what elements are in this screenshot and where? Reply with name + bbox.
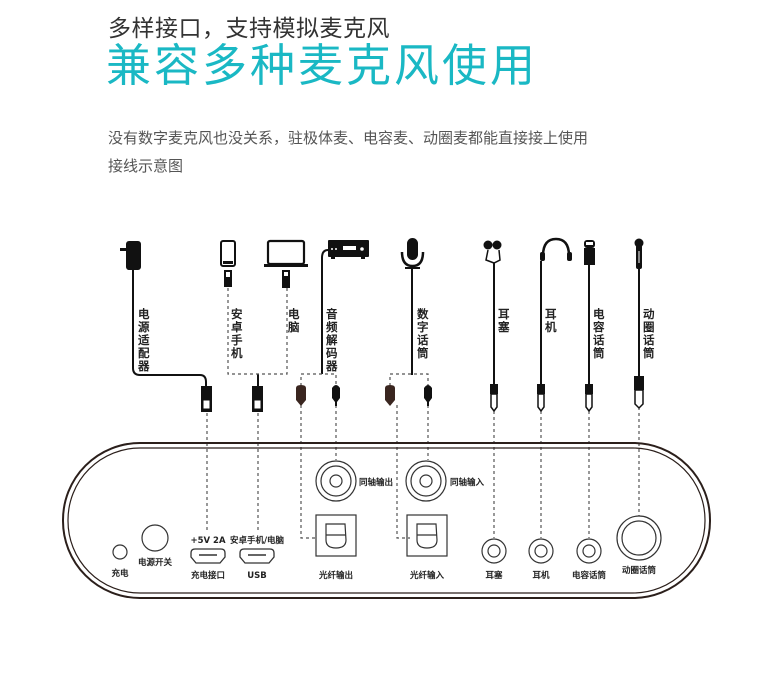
device-label-power-adapter: 电源适配器 [137,307,150,373]
optical-in-port[interactable] [406,514,448,557]
page-title: 兼容多种麦克风使用 [106,39,539,92]
headphones-icon [540,237,572,261]
earbuds-icon [483,240,502,264]
dynamic-mic-icon [634,238,644,269]
device-label-computer: 电脑 [288,307,300,334]
coax-plug-icon [424,385,432,406]
coax-out-label: 同轴输出 [359,477,393,488]
audio-jack-plug-icon [585,384,593,413]
device-label-condenser-mic: 电容话筒 [592,307,605,360]
device-panel [62,442,711,599]
description-line: 没有数字麦克风也没关系，驻极体麦、电容麦、动圈麦都能直接接上使用 [108,129,589,147]
audio-jack-plug-icon [537,384,545,413]
audio-jack-plug-icon [634,376,644,410]
subtitle: 多样接口，支持模拟麦克风 [108,16,390,42]
device-label-headphones: 耳机 [545,307,557,334]
coax-in-label: 同轴输入 [450,477,485,488]
charge-port-spec-label: +5V 2A [190,536,225,546]
charge-indicator-led [112,544,128,560]
device-label-earbuds: 耳塞 [498,307,510,334]
audio-jack-plug-icon [490,384,498,413]
microphone-icon [400,238,425,269]
micro-usb-plug-icon [252,386,263,412]
coax-out-port[interactable] [315,460,357,502]
charge-port[interactable] [190,548,226,564]
optical-plug-icon [296,385,306,406]
micro-usb-plug-icon [201,386,212,412]
coax-plug-icon [332,385,340,406]
usb-port[interactable] [239,548,275,564]
dynamic-mic-port[interactable] [616,515,662,561]
usb-spec-label: 安卓手机/电脑 [230,535,285,546]
optical-plug-icon [385,385,395,406]
usb-label: USB [247,571,267,581]
description: 没有数字麦克风也没关系，驻极体麦、电容麦、动圈麦都能直接接上使用 接线示意图 [108,124,728,180]
dynamic-mic-port-label: 动圈话筒 [622,565,657,576]
description-caption: 接线示意图 [108,157,184,175]
laptop-icon [264,239,308,288]
condenser-mic-port[interactable] [576,538,602,564]
optical-in-label: 光纤输入 [409,570,445,581]
headphones-port-label: 耳机 [532,570,550,581]
optical-out-port[interactable] [315,514,357,557]
device-label-audio-decoder: 音频解码器 [325,307,338,373]
charge-led-label: 充电 [111,568,129,579]
device-label-dynamic-mic: 动圈话筒 [643,307,655,360]
audio-decoder-icon [328,240,369,259]
device-label-android-phone: 安卓手机 [231,307,243,360]
device-label-digital-mic: 数字话筒 [417,307,429,360]
earbuds-port-label: 耳塞 [485,570,503,581]
condenser-mic-icon [584,240,595,265]
power-adapter-icon [120,241,141,270]
charge-port-label: 充电接口 [191,570,225,581]
optical-out-label: 光纤输出 [318,570,353,581]
power-switch-label: 电源开关 [138,557,173,568]
smartphone-icon [220,240,236,287]
earbuds-port[interactable] [481,538,507,564]
headphones-port[interactable] [528,538,554,564]
power-switch[interactable] [141,524,169,552]
condenser-mic-port-label: 电容话筒 [572,570,607,581]
coax-in-port[interactable] [405,460,447,502]
